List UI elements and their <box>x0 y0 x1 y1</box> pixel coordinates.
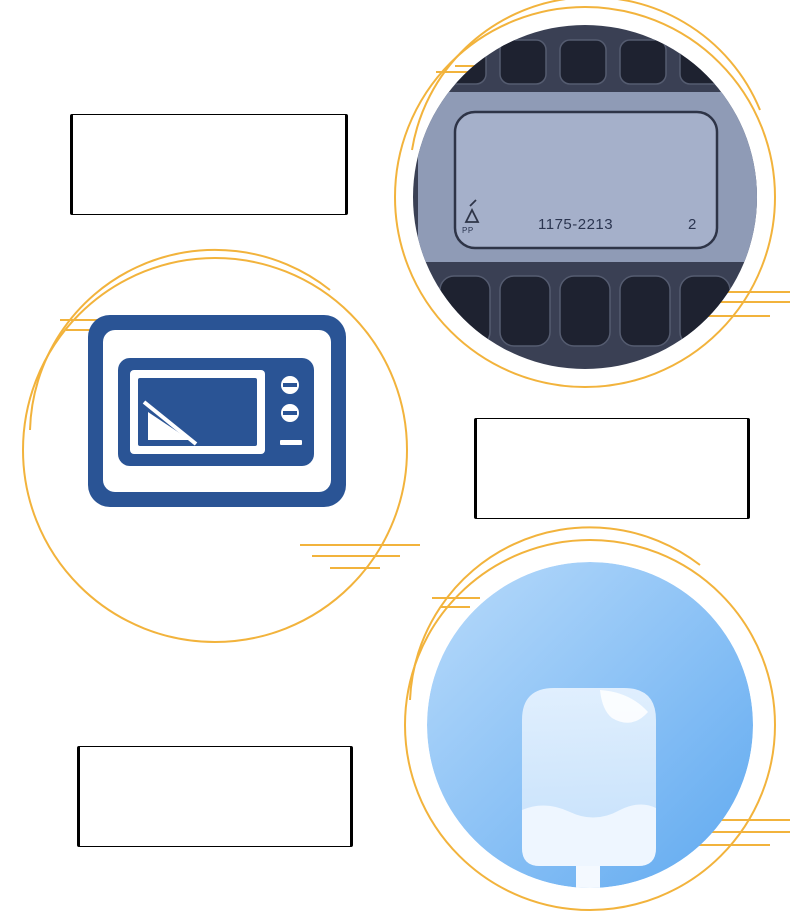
text-frame-middle-right <box>474 418 750 519</box>
popsicle-icon <box>427 562 753 888</box>
ring-decoration-popsicle <box>404 526 790 911</box>
tray-code-label: 1175-2213 <box>538 216 614 233</box>
recycle-icon <box>464 199 480 223</box>
tray-photo <box>413 25 757 369</box>
text-frame-bottom-left <box>77 746 353 847</box>
recycle-mark-label: PP <box>462 226 474 235</box>
tray-mold-number: 2 <box>688 216 697 233</box>
text-frame-top-left <box>70 114 348 215</box>
microwave-icon <box>88 315 346 507</box>
